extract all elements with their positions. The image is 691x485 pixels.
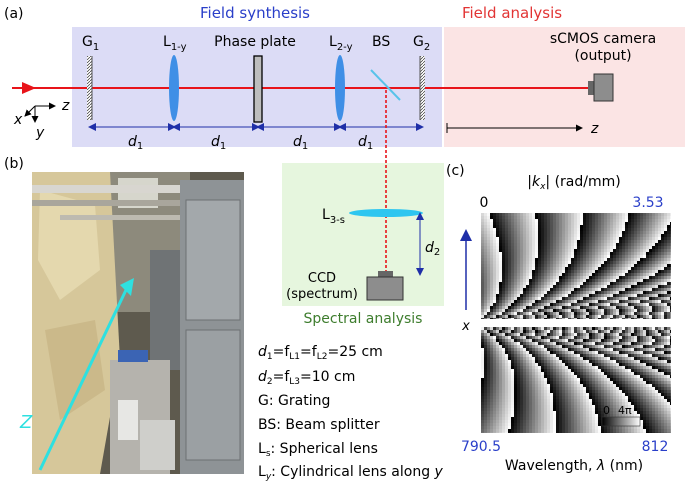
kx-min-tick: 0 [480,195,489,211]
axis-y-label: y [35,125,45,141]
beam-direction-arrow [22,82,36,94]
grating-g1-label: G1 [82,34,99,53]
colorbar [601,416,641,427]
cylindrical-lens-l2 [335,55,345,121]
ccd-label-line1: CCD [308,271,336,286]
d1-label-1: d1 [128,134,143,152]
ccd-camera-icon [366,271,404,301]
lens-l3-label: L3-s [322,207,345,226]
d2-label: d2 [425,240,440,258]
field-synthesis-title: Field synthesis [200,4,310,22]
photo-z-axis-line [38,289,128,471]
grating-g1 [87,56,92,120]
phase-map-image [481,213,671,433]
d1-label-3: d1 [293,134,308,152]
ccd-label-line2: (spectrum) [286,287,358,302]
colorbar-min-label: 0 [603,404,610,417]
cylindrical-lens-l1 [169,55,179,121]
photo-z-label: Z [19,412,33,433]
axis-z-label: z [61,98,70,114]
colorbar-max-label: 4π [618,404,632,417]
grating-g2 [420,56,425,120]
x-axis-label: x [461,319,470,334]
spectral-analysis-title: Spectral analysis [304,311,423,327]
axis-x-label: x [13,112,23,128]
beam-splitter-label: BS [372,34,390,50]
field-analysis-title: Field analysis [462,4,562,22]
lab-corridor-photo [32,172,244,474]
legend-item-beam-splitter: BS: Beam splitter [258,417,380,433]
panel-label-a: (a) [4,6,24,22]
lens-l1-label: L1-y [163,34,187,53]
scmos-camera-icon [588,73,614,102]
panel-label-c: (c) [446,163,465,179]
wavelength-axis-label: Wavelength, λ (nm) [505,458,643,474]
camera-label-line1: sCMOS camera [550,31,656,47]
phase-plate [253,55,263,123]
lens-l2-label: L2-y [329,34,353,53]
beam-splitter [370,69,401,101]
phase-plate-label: Phase plate [214,34,296,50]
kx-max-tick: 3.53 [632,195,663,211]
camera-label-line2: (output) [574,48,631,64]
grating-g2-label: G2 [413,34,430,53]
panel-label-b: (b) [4,156,24,172]
coordinate-axes-icon [24,102,56,123]
legend: d1=fL1=fL2=25 cm d2=fL3=10 cm G: Grating… [258,344,444,482]
spherical-lens-l3 [349,209,423,217]
legend-item-d1: d1=fL1=fL2=25 cm [258,344,383,362]
legend-item-d2: d2=fL3=10 cm [258,369,355,387]
d1-label-4: d1 [358,134,373,152]
z-propagation-label: z [590,121,599,137]
legend-item-grating: G: Grating [258,393,330,409]
legend-item-cylindrical-lens: Ly: Cylindrical lens along y [258,464,444,481]
phase-map-title: |kx| (rad/mm) [527,174,620,192]
legend-item-spherical-lens: Ls: Spherical lens [258,441,378,459]
wavelength-min-tick: 790.5 [461,439,501,455]
wavelength-max-tick: 812 [642,439,669,455]
d1-label-2: d1 [211,134,226,152]
